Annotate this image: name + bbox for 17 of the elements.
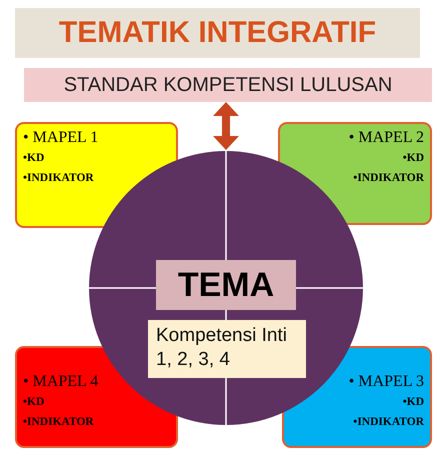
subject-item: •INDIKATOR [23, 171, 94, 186]
subject-title: • MAPEL 3 [348, 372, 424, 392]
subject-item: •KD [23, 395, 44, 410]
subject-title: • MAPEL 1 [23, 128, 98, 148]
double-arrow [213, 102, 239, 150]
subject-item: •INDIKATOR [353, 415, 424, 430]
subject-item: •INDIKATOR [353, 171, 424, 186]
core-competence-box: Kompetensi Inti 1, 2, 3, 4 [148, 320, 306, 378]
subject-item: •INDIKATOR [23, 415, 94, 430]
title: TEMATIK INTEGRATIF [15, 8, 420, 58]
subject-item: •KD [402, 151, 424, 166]
subject-title: • MAPEL 2 [348, 128, 424, 148]
subject-title: • MAPEL 4 [23, 372, 98, 392]
subject-item: •KD [402, 395, 424, 410]
subject-item: •KD [23, 151, 44, 166]
standard-banner: STANDAR KOMPETENSI LULUSAN [24, 68, 432, 102]
theme-box: TEMA [156, 260, 296, 310]
